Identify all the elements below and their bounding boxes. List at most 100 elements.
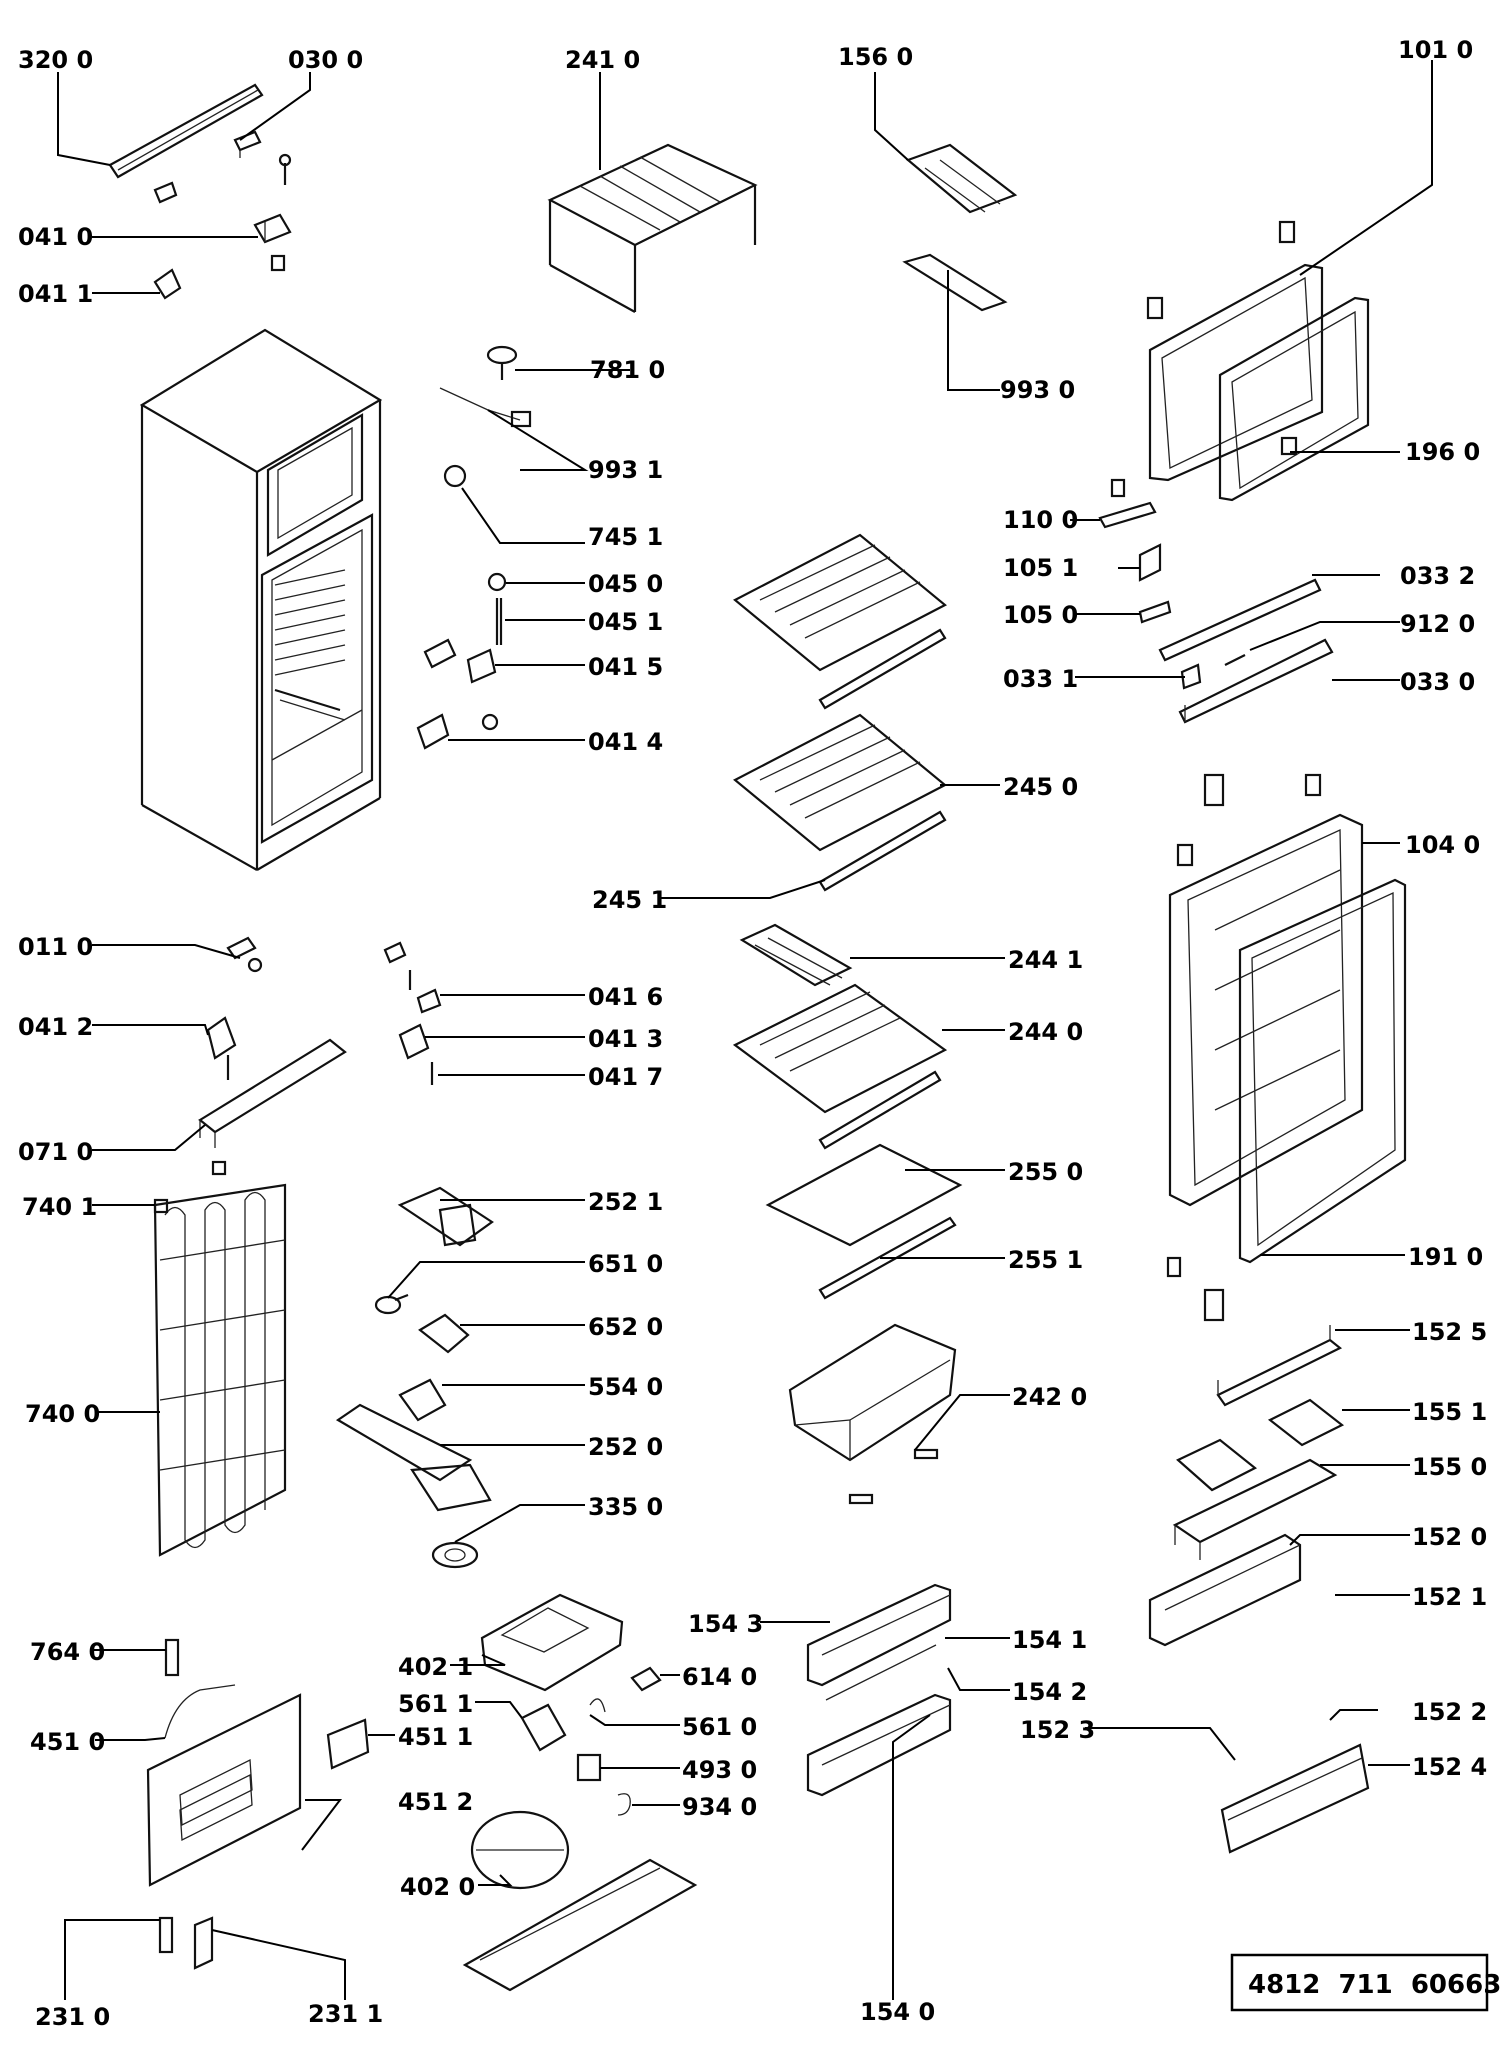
part-041-top-hinge [253, 213, 292, 272]
label-045-0: 045 0 [588, 570, 663, 598]
label-451-2: 451 2 [398, 1788, 473, 1816]
part-labels: 320 0 030 0 241 0 156 0 101 0 041 0 041 … [18, 36, 1487, 2031]
part-993-strip [902, 253, 1008, 312]
part-451-1-plate [326, 1718, 370, 1770]
label-335-0: 335 0 [588, 1493, 663, 1521]
part-155-egg-trays [1176, 1398, 1345, 1492]
part-402-0-compressor [462, 1810, 698, 1992]
part-781-knob [486, 345, 518, 380]
label-030-0: 030 0 [288, 46, 363, 74]
label-045-1: 045 1 [588, 608, 663, 636]
label-041-2: 041 2 [18, 1013, 93, 1041]
part-402-1-box [480, 1593, 624, 1692]
leader-lines [57, 60, 1433, 2000]
part-155-0-shelf [1172, 1458, 1338, 1560]
part-041-hinges-middle [416, 638, 499, 750]
label-033-0: 033 0 [1400, 668, 1475, 696]
part-245-shelf-upper [733, 533, 947, 710]
label-041-3: 041 3 [588, 1025, 663, 1053]
part-451-back-panel [146, 1684, 302, 1887]
part-554-switch [398, 1378, 447, 1422]
part-104-fridge-door [1166, 773, 1407, 1322]
part-101-freezer-door [1146, 220, 1370, 502]
label-154-2: 154 2 [1012, 1678, 1087, 1706]
part-071-kickplate [198, 1038, 347, 1148]
label-554-0: 554 0 [588, 1373, 663, 1401]
label-033-2: 033 2 [1400, 562, 1475, 590]
label-105-0: 105 0 [1003, 601, 1078, 629]
part-152-4-shelf-front [1220, 1743, 1370, 1854]
label-041-0: 041 0 [18, 223, 93, 251]
label-154-1: 154 1 [1012, 1626, 1087, 1654]
label-745-1: 745 1 [588, 523, 663, 551]
part-244-shelf [732, 983, 948, 1150]
label-231-0: 231 0 [35, 2003, 110, 2031]
label-155-0: 155 0 [1412, 1453, 1487, 1481]
label-245-0: 245 0 [1003, 773, 1078, 801]
label-245-1: 245 1 [592, 886, 667, 914]
label-402-1: 402 1 [398, 1653, 473, 1681]
part-156-ice-tray [905, 143, 1018, 214]
part-152-5-door-shelf [1216, 1325, 1343, 1407]
part-241-freezer-basket [547, 143, 758, 313]
label-110-0: 110 0 [1003, 506, 1078, 534]
part-561-relay [520, 1698, 606, 1752]
part-033-rails [1158, 578, 1334, 724]
part-320-top-trim [108, 83, 264, 179]
part-993-cable [439, 387, 532, 428]
part-493-capacitor [576, 1753, 602, 1782]
label-241-0: 241 0 [565, 46, 640, 74]
label-244-0: 244 0 [1008, 1018, 1083, 1046]
part-045-pin [487, 572, 507, 645]
label-154-0: 154 0 [860, 1998, 935, 2026]
label-451-1: 451 1 [398, 1723, 473, 1751]
document-number: 4812 711 60663 [1248, 1970, 1500, 2000]
label-155-1: 155 1 [1412, 1398, 1487, 1426]
label-255-0: 255 0 [1008, 1158, 1083, 1186]
part-252-cover [397, 1186, 494, 1247]
part-255-glass-shelf [765, 1143, 963, 1300]
part-011-hinge-pin [226, 936, 263, 973]
part-244-shelf-small [739, 923, 853, 987]
label-561-0: 561 0 [682, 1713, 757, 1741]
label-912-0: 912 0 [1400, 610, 1475, 638]
label-152-0: 152 0 [1412, 1523, 1487, 1551]
label-614-0: 614 0 [682, 1663, 757, 1691]
part-154-0-dairy-shelf [806, 1644, 952, 1797]
label-740-1: 740 1 [22, 1193, 97, 1221]
label-101-0: 101 0 [1398, 36, 1473, 64]
part-764-drier [164, 1638, 180, 1677]
label-561-1: 561 1 [398, 1690, 473, 1718]
label-993-1: 993 1 [588, 456, 663, 484]
label-320-0: 320 0 [18, 46, 93, 74]
part-252-housing [335, 1403, 492, 1512]
label-740-0: 740 0 [25, 1400, 100, 1428]
part-614-clip [630, 1666, 662, 1692]
label-104-0: 104 0 [1405, 831, 1480, 859]
part-245-shelf-lower [733, 713, 947, 892]
part-041-bottom-hinge [206, 1016, 237, 1080]
label-255-1: 255 1 [1008, 1246, 1083, 1274]
part-154-1-dairy-shelf [806, 1583, 952, 1687]
part-934-wire [617, 1793, 631, 1816]
part-041-hinge-small [153, 268, 182, 300]
label-242-0: 242 0 [1012, 1383, 1087, 1411]
label-154-3: 154 3 [688, 1610, 763, 1638]
label-764-0: 764 0 [30, 1638, 105, 1666]
label-011-0: 011 0 [18, 933, 93, 961]
label-156-0: 156 0 [838, 43, 913, 71]
label-993-0: 993 0 [1000, 376, 1075, 404]
part-231-brackets [158, 1916, 214, 1970]
label-152-2: 152 2 [1412, 1698, 1487, 1726]
part-041-middle-hinge-set [383, 941, 442, 1085]
label-252-0: 252 0 [588, 1433, 663, 1461]
part-110-handle [1098, 478, 1157, 529]
part-hinge-clips [153, 153, 292, 204]
part-030-bracket [233, 130, 262, 158]
label-252-1: 252 1 [588, 1188, 663, 1216]
label-651-0: 651 0 [588, 1250, 663, 1278]
part-242-crisper [788, 1323, 957, 1505]
label-033-1: 033 1 [1003, 665, 1078, 693]
part-152-0-bottle-shelf [1148, 1533, 1302, 1647]
label-105-1: 105 1 [1003, 554, 1078, 582]
